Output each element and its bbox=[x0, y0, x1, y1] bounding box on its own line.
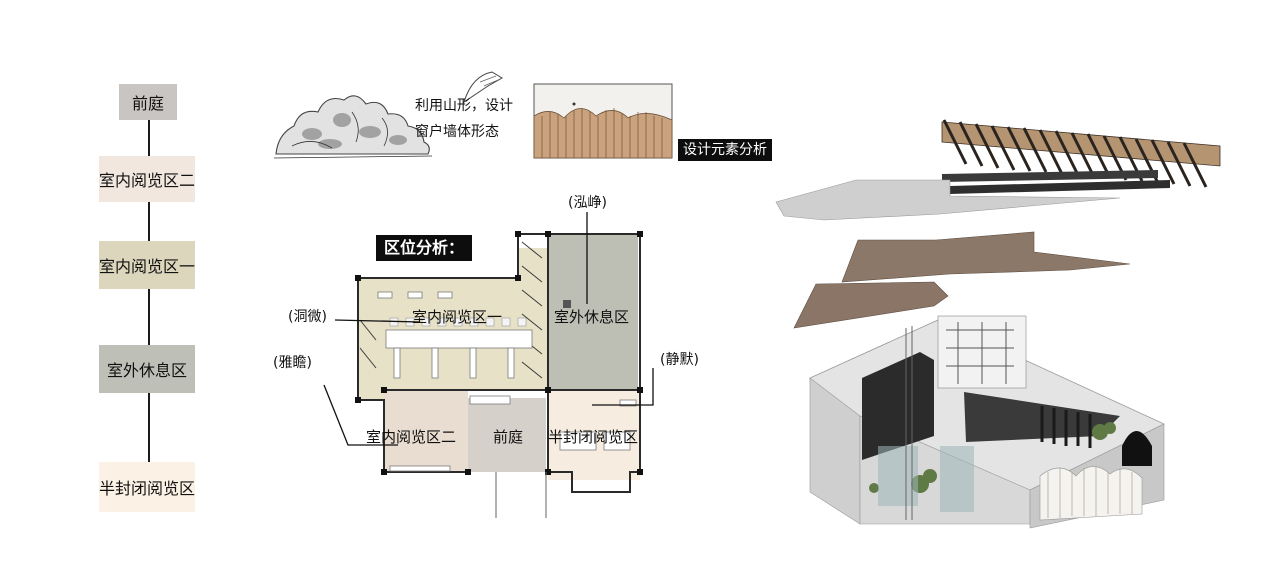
zone-label-courtyard: 前庭 bbox=[493, 428, 524, 446]
flow-item-label: 室内阅览区二 bbox=[99, 171, 196, 190]
zone-label-outdoor: 室外休息区 bbox=[554, 308, 630, 326]
mountain-rock-sketch bbox=[273, 95, 433, 159]
flow-item-label: 半封闭阅览区 bbox=[99, 479, 196, 498]
slab-light bbox=[775, 179, 1121, 221]
roof-lower bbox=[793, 281, 949, 329]
floor-plan bbox=[323, 212, 654, 518]
plan-title: 区位分析： bbox=[376, 235, 473, 261]
flow-item-semi-enclosed: 半封闭阅览区 bbox=[99, 462, 195, 512]
callout-left-1: (洞微) bbox=[288, 309, 327, 325]
concept-note: 利用山形，设计 窗户墙体形态 bbox=[415, 93, 513, 145]
flow-item-label: 前庭 bbox=[131, 94, 164, 113]
pen-sketch-mark bbox=[463, 71, 503, 104]
flow-item-courtyard: 前庭 bbox=[119, 84, 177, 120]
flow-item-label: 室外休息区 bbox=[106, 361, 187, 380]
callout-right: (静默) bbox=[660, 352, 699, 368]
zone-fill-courtyard bbox=[468, 398, 546, 472]
zone-fill-reading-2 bbox=[384, 390, 468, 472]
zone-fill-outdoor bbox=[548, 234, 638, 390]
flow-item-reading-area-2: 室内阅览区二 bbox=[99, 156, 195, 202]
zone-label-reading-2: 室内阅览区二 bbox=[366, 428, 457, 446]
flow-item-label: 室内阅览区一 bbox=[99, 257, 196, 276]
concept-note-line2: 窗户墙体形态 bbox=[415, 124, 499, 140]
flow-item-outdoor-rest: 室外休息区 bbox=[99, 345, 195, 393]
flow-item-reading-area-1: 室内阅览区一 bbox=[99, 241, 195, 289]
exploded-axonometric bbox=[775, 119, 1221, 529]
wall-pattern-sketch bbox=[533, 83, 673, 159]
design-element-tag: 设计元素分析 bbox=[678, 139, 772, 161]
flow-connector-line bbox=[148, 118, 150, 466]
callout-top: (泓峥) bbox=[568, 195, 607, 211]
zone-label-reading-1: 室内阅览区一 bbox=[412, 308, 503, 326]
concept-note-line1: 利用山形，设计 bbox=[415, 98, 513, 114]
zone-fill-reading-1 bbox=[358, 248, 548, 400]
callout-left-2: (雅瞻) bbox=[273, 355, 312, 371]
roof-upper bbox=[841, 231, 1131, 283]
zone-label-semi: 半封闭阅览区 bbox=[548, 428, 639, 446]
